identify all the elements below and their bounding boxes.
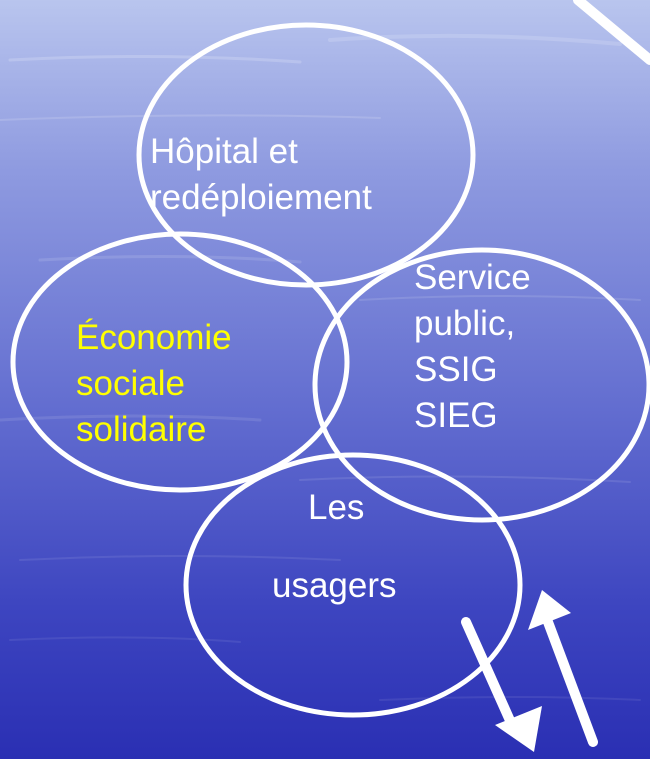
label-usagers-line1: Les: [308, 488, 365, 527]
circle-service-public: [312, 247, 650, 523]
corner-line: [573, 0, 650, 65]
circle-hopital: [136, 22, 476, 288]
label-hopital: Hôpital et redéploiement: [150, 132, 372, 217]
arrow-up-icon: [528, 590, 598, 747]
circle-usagers: [183, 452, 523, 718]
arrow-down-icon: [461, 617, 542, 752]
circle-economie: [10, 231, 350, 493]
water-streaks: [0, 33, 641, 701]
label-usagers-line2: usagers: [272, 566, 397, 605]
label-service-public: Service public, SSIG SIEG: [414, 258, 531, 435]
label-economie: Économie sociale solidaire: [76, 318, 232, 449]
